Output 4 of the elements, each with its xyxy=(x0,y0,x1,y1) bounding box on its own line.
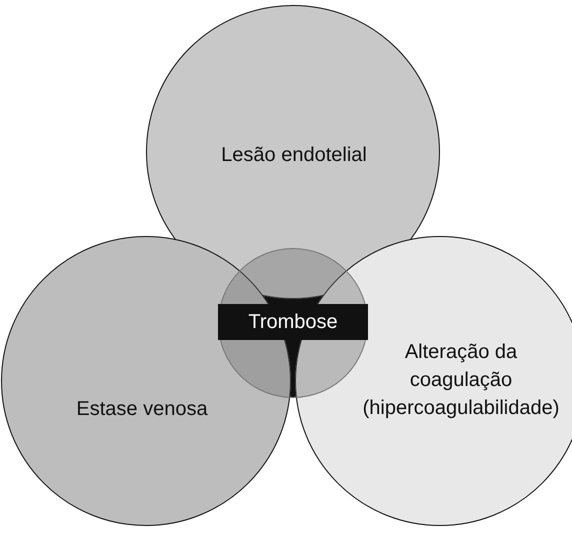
circle-label: Lesão endotelial xyxy=(220,143,368,168)
circle-label: Alteração da coagulação (hipercoagulabilidade) xyxy=(362,340,560,421)
label-banner: Trombose xyxy=(218,304,368,340)
circle-label: Estase venosa xyxy=(75,397,209,422)
